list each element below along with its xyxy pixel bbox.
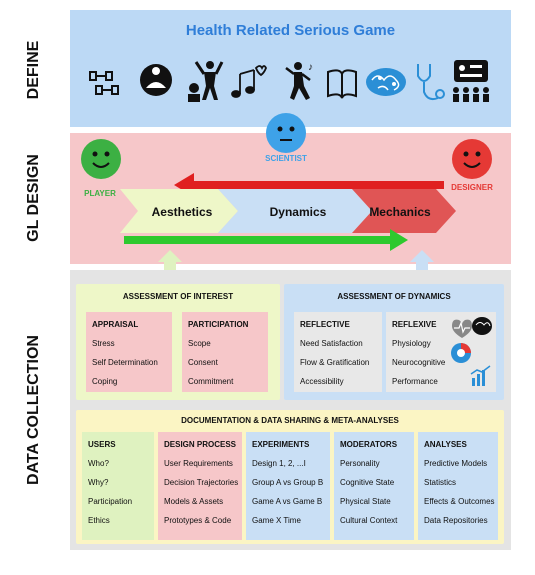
dynamics-title: ASSESSMENT OF DYNAMICS xyxy=(337,292,451,301)
participation-title: PARTICIPATION xyxy=(188,320,249,329)
music-icon xyxy=(231,65,267,98)
analyses-item: Predictive Models xyxy=(424,459,488,468)
stage-aesthetics: Aesthetics xyxy=(151,205,213,219)
svg-text:♪: ♪ xyxy=(308,62,313,73)
reflexive-item: Neurocognitive xyxy=(392,358,446,367)
brain-outline-icon xyxy=(472,317,492,335)
participation-item: Scope xyxy=(188,339,211,348)
performance-chart-icon xyxy=(470,365,491,386)
analyses-item: Data Repositories xyxy=(424,516,488,525)
neurocognitive-icon xyxy=(451,343,471,363)
users-item: Participation xyxy=(88,497,133,506)
moderators-item: Cognitive State xyxy=(340,478,395,487)
meditation-icon xyxy=(140,64,172,96)
group-screen-icon xyxy=(453,60,489,102)
participation-item: Commitment xyxy=(188,377,234,386)
documentation-title: DOCUMENTATION & DATA SHARING & META-ANAL… xyxy=(181,416,399,425)
stage-mechanics: Mechanics xyxy=(369,205,431,219)
dance-icon: ♪ xyxy=(285,62,313,100)
reflective-item: Need Satisfaction xyxy=(300,339,363,348)
users-item: Who? xyxy=(88,459,109,468)
users-column: USERS Who? Why? Participation Ethics xyxy=(82,432,154,540)
appraisal-item: Stress xyxy=(92,339,115,348)
side-label-define: DEFINE xyxy=(25,40,42,100)
appraisal-title: APPRAISAL xyxy=(92,320,139,329)
design-process-item: Decision Trajectories xyxy=(164,478,239,487)
side-label-gl-design: GL DESIGN xyxy=(25,154,42,242)
scientist-label: SCIENTIST xyxy=(265,154,307,163)
define-panel: Health Related Serious Game xyxy=(70,10,511,127)
reflexive-box: REFLEXIVE Physiology Neurocognitive Perf… xyxy=(386,312,496,392)
reflexive-item: Performance xyxy=(392,377,438,386)
designer-face-icon xyxy=(452,139,492,179)
define-title: Health Related Serious Game xyxy=(185,22,396,39)
define-icons: ♪ xyxy=(89,60,489,102)
experiments-item: Group A vs Group B xyxy=(252,478,324,487)
experiments-title: EXPERIMENTS xyxy=(252,440,310,449)
stage-dynamics: Dynamics xyxy=(269,205,327,219)
assessment-of-dynamics-box: ASSESSMENT OF DYNAMICS REFLECTIVE Need S… xyxy=(284,284,504,400)
participation-box: PARTICIPATION Scope Consent Commitment xyxy=(182,312,268,392)
reflective-item: Flow & Gratification xyxy=(300,358,370,367)
brain-icon xyxy=(366,68,406,96)
appraisal-item: Self Determination xyxy=(92,358,158,367)
reflective-title: REFLECTIVE xyxy=(300,320,350,329)
moderators-column: MODERATORS Personality Cognitive State P… xyxy=(334,432,414,540)
analyses-item: Effects & Outcomes xyxy=(424,497,495,506)
design-process-column: DESIGN PROCESS User Requirements Decisio… xyxy=(158,432,242,540)
book-icon xyxy=(327,69,357,99)
dumbbell-icon xyxy=(89,71,119,95)
assessment-of-interest-box: ASSESSMENT OF INTEREST APPRAISAL Stress … xyxy=(76,284,280,400)
analyses-column: ANALYSES Predictive Models Statistics Ef… xyxy=(418,432,498,540)
data-collection-panel: ASSESSMENT OF INTEREST APPRAISAL Stress … xyxy=(70,270,511,550)
design-process-item: User Requirements xyxy=(164,459,233,468)
users-item: Why? xyxy=(88,478,109,487)
design-process-item: Models & Assets xyxy=(164,497,224,506)
interest-title: ASSESSMENT OF INTEREST xyxy=(122,292,234,301)
reflexive-icons xyxy=(451,317,492,386)
side-label-data-collection: DATA COLLECTION xyxy=(25,335,42,485)
stethoscope-icon xyxy=(417,64,445,101)
appraisal-box: APPRAISAL Stress Self Determination Copi… xyxy=(86,312,172,392)
experiments-item: Game X Time xyxy=(252,516,301,525)
heart-rate-icon xyxy=(452,319,472,338)
documentation-box: DOCUMENTATION & DATA SHARING & META-ANAL… xyxy=(76,410,504,544)
appraisal-item: Coping xyxy=(92,377,118,386)
users-title: USERS xyxy=(88,440,116,449)
moderators-item: Physical State xyxy=(340,497,391,506)
analyses-title: ANALYSES xyxy=(424,440,467,449)
design-process-title: DESIGN PROCESS xyxy=(164,440,237,449)
moderators-title: MODERATORS xyxy=(340,440,398,449)
reflective-item: Accessibility xyxy=(300,377,344,386)
moderators-item: Cultural Context xyxy=(340,516,398,525)
gl-arrows xyxy=(120,173,456,251)
reflective-box: REFLECTIVE Need Satisfaction Flow & Grat… xyxy=(294,312,382,392)
moderators-item: Personality xyxy=(340,459,380,468)
gl-design-panel: SCIENTIST PLAYER DESIGNER Aesthetics Dyn… xyxy=(70,113,511,264)
users-item: Ethics xyxy=(88,516,110,525)
design-process-item: Prototypes & Code xyxy=(164,516,232,525)
exercise-icon xyxy=(188,61,224,102)
scientist-face-icon xyxy=(266,113,306,153)
experiments-column: EXPERIMENTS Design 1, 2, ...I Group A vs… xyxy=(246,432,330,540)
reflexive-item: Physiology xyxy=(392,339,431,348)
player-face-icon xyxy=(81,139,121,179)
designer-label: DESIGNER xyxy=(451,183,493,192)
experiments-item: Game A vs Game B xyxy=(252,497,323,506)
analyses-item: Statistics xyxy=(424,478,457,487)
reflexive-title: REFLEXIVE xyxy=(392,320,437,329)
player-label: PLAYER xyxy=(84,189,116,198)
participation-item: Consent xyxy=(188,358,218,367)
experiments-item: Design 1, 2, ...I xyxy=(252,459,306,468)
